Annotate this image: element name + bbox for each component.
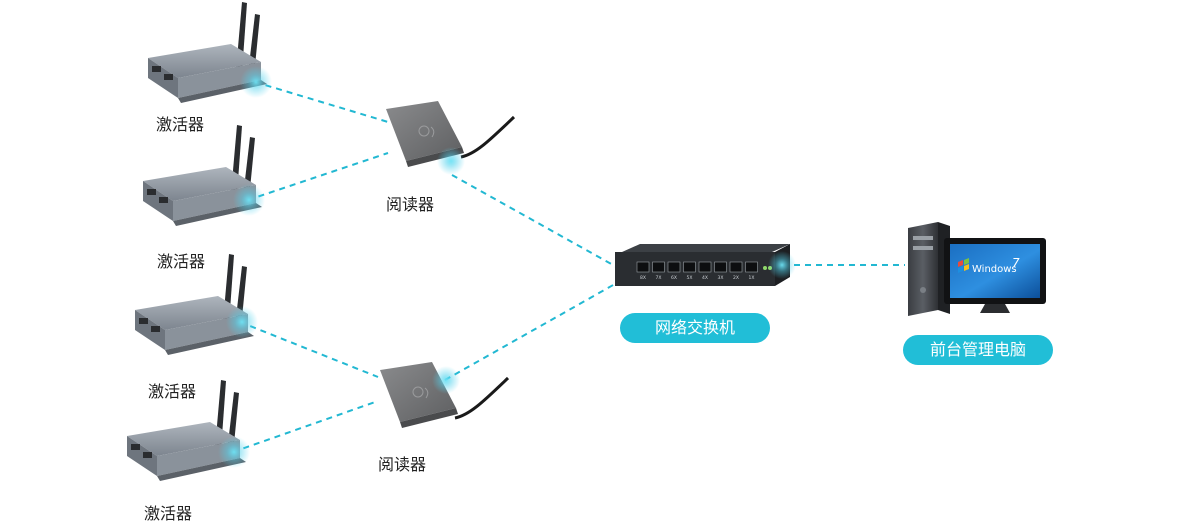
monitor-os-version: 7 xyxy=(1012,256,1020,270)
activator-3-label: 激活器 xyxy=(148,382,197,401)
switch-port xyxy=(683,261,696,273)
link-activator2-reader1 xyxy=(247,152,389,201)
switch-port-group: 8X 7X 6X 5X 4X 3X 2X 1X xyxy=(636,261,758,281)
switch-port-label: 7X xyxy=(656,275,662,281)
switch-port xyxy=(667,261,681,273)
switch-port-label: 5X xyxy=(687,275,693,281)
activator-4-label: 激活器 xyxy=(144,504,193,523)
switch-port xyxy=(652,261,665,273)
front-desk-computer: Windows 7 xyxy=(908,222,1046,316)
switch-port xyxy=(729,261,743,273)
connection-lines xyxy=(232,81,905,453)
computer-label-pill: 前台管理电脑 xyxy=(903,335,1053,365)
activator-2-glow xyxy=(233,184,265,216)
network-switch: 8X 7X 6X 5X 4X 3X 2X 1X xyxy=(615,244,790,286)
switch-port-label: 2X xyxy=(733,275,739,281)
link-activator1-reader1 xyxy=(254,81,389,123)
switch-port xyxy=(714,261,727,273)
switch-port-label: 8X xyxy=(640,275,646,281)
link-activator3-reader2 xyxy=(239,321,379,378)
switch-port-label: 3X xyxy=(718,275,724,281)
switch-port-label: 6X xyxy=(671,275,677,281)
link-reader1-switch xyxy=(451,174,623,271)
link-reader2-switch xyxy=(444,279,623,381)
monitor-os-text: Windows xyxy=(972,264,1017,275)
switch-glow xyxy=(768,251,796,279)
monitor-screen xyxy=(950,244,1040,298)
activator-1-label: 激活器 xyxy=(156,115,205,134)
activator-2-label: 激活器 xyxy=(157,252,206,271)
reader-1-glow xyxy=(437,147,465,175)
switch-port xyxy=(636,261,650,273)
switch-port-label: 1X xyxy=(749,275,755,281)
activator-1-glow xyxy=(240,66,272,98)
switch-label-pill: 网络交换机 xyxy=(620,313,770,343)
switch-port xyxy=(698,261,712,273)
link-activator4-reader2 xyxy=(232,400,379,453)
activator-4-glow xyxy=(218,436,250,468)
activator-3-glow xyxy=(226,306,258,338)
switch-port-label: 4X xyxy=(702,275,708,281)
reader-1-label: 阅读器 xyxy=(386,195,435,214)
switch-port xyxy=(745,261,758,273)
reader-2-glow xyxy=(432,366,460,394)
reader-2-label: 阅读器 xyxy=(378,455,427,474)
